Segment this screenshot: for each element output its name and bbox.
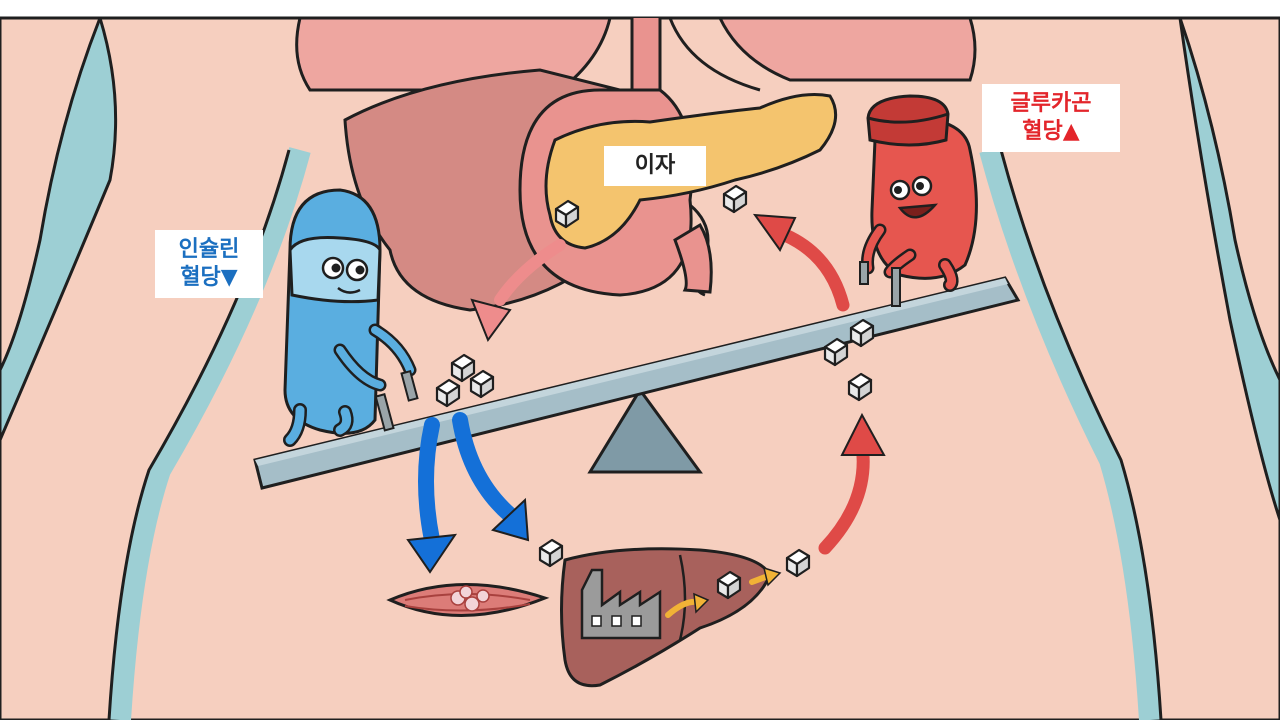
- glucagon-label: 글루카곤 혈당▲: [982, 84, 1120, 152]
- blue-arrow-to-liver-shaft: [452, 412, 518, 523]
- pancreas-label: 이자: [604, 146, 706, 186]
- yellow-arrow-2-shaft: [749, 573, 771, 585]
- insulin-name: 인슐린: [178, 237, 240, 262]
- yellow-arrow-1-head: [693, 592, 710, 614]
- right-waist-shadow: [979, 147, 1161, 720]
- right-waist-line: [999, 149, 1163, 720]
- right-arm-skin: [1177, 16, 1280, 381]
- glucagon-character: [859, 94, 978, 307]
- factory-icon: [580, 568, 662, 640]
- pink-arrow-head: [470, 298, 512, 343]
- seesaw-board-top: [255, 278, 1008, 466]
- duodenum-tube: [673, 222, 713, 294]
- pink-arrow-shaft: [494, 239, 566, 306]
- yellow-arrow-2-head: [762, 566, 782, 587]
- red-arrow-lower-shaft: [818, 438, 870, 555]
- insulin-effect: 혈당▼: [180, 264, 238, 290]
- red-arrow-upper-head: [752, 213, 797, 252]
- seesaw-board: [253, 276, 1021, 490]
- insulin-label: 인슐린 혈당▼: [155, 230, 263, 298]
- seesaw-fulcrum: [587, 387, 703, 474]
- red-arrow-lower-head: [840, 412, 886, 456]
- right-lung: [717, 16, 977, 82]
- heart-outline: [668, 17, 761, 92]
- esophagus: [630, 18, 662, 92]
- glucagon-name: 글루카곤: [1010, 91, 1092, 116]
- blue-arrow-to-muscle-head: [406, 533, 458, 574]
- blue-arrow-to-liver-head: [491, 497, 530, 542]
- insulin-character: [283, 188, 419, 447]
- blue-arrow-to-muscle-shaft: [418, 417, 440, 548]
- pancreas-name: 이자: [634, 153, 676, 178]
- red-arrow-upper-shaft: [778, 228, 850, 312]
- left-arm-skin: [0, 16, 103, 371]
- glucagon-effect: 혈당▲: [1022, 118, 1080, 144]
- muscle-fiber-icon: [386, 583, 550, 617]
- left-waist-shadow: [109, 147, 311, 720]
